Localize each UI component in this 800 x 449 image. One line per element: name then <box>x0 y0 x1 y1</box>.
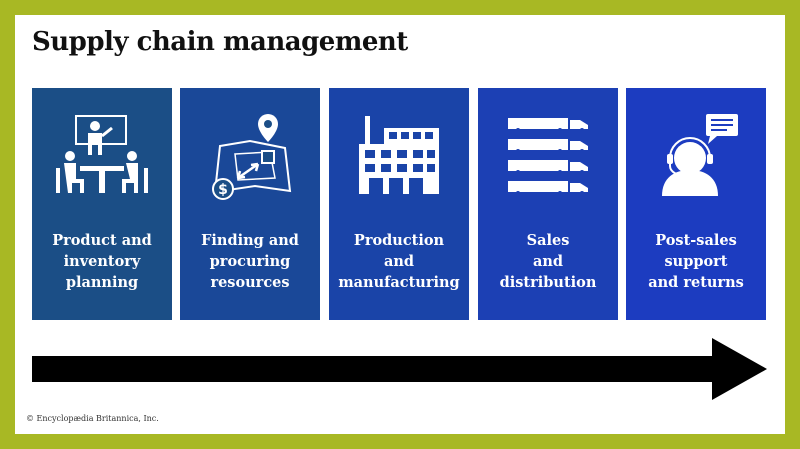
stage-label-planning: Product and inventory planning <box>52 232 152 291</box>
stage-card-support: Post-sales support and returns <box>626 88 766 320</box>
stage-label-procuring: Finding and procuring resources <box>201 232 299 291</box>
stage-card-planning: Product and inventory planning <box>32 88 172 320</box>
map-sourcing-icon: $ <box>212 114 292 200</box>
stage-label-manufacturing: Production and manufacturing <box>338 232 460 291</box>
meeting-icon <box>56 115 148 193</box>
stage-card-manufacturing: Production and manufacturing <box>329 88 469 320</box>
stage-card-procuring: $ Finding and procuring resources <box>180 88 320 320</box>
stage-label-support: Post-sales support and returns <box>648 232 744 291</box>
page-title: Supply chain management <box>32 27 408 57</box>
stage-card-distribution: Sales and distribution <box>478 88 618 320</box>
trucks-icon <box>508 118 588 195</box>
copyright-text: © Encyclopædia Britannica, Inc. <box>26 414 159 423</box>
svg-text:$: $ <box>218 182 228 198</box>
customer-support-icon <box>662 114 738 196</box>
diagram-frame: Supply chain management Product and inve… <box>15 15 785 434</box>
stage-label-distribution: Sales and distribution <box>499 232 597 291</box>
factory-icon <box>359 116 439 194</box>
right-arrow-icon <box>32 338 767 400</box>
